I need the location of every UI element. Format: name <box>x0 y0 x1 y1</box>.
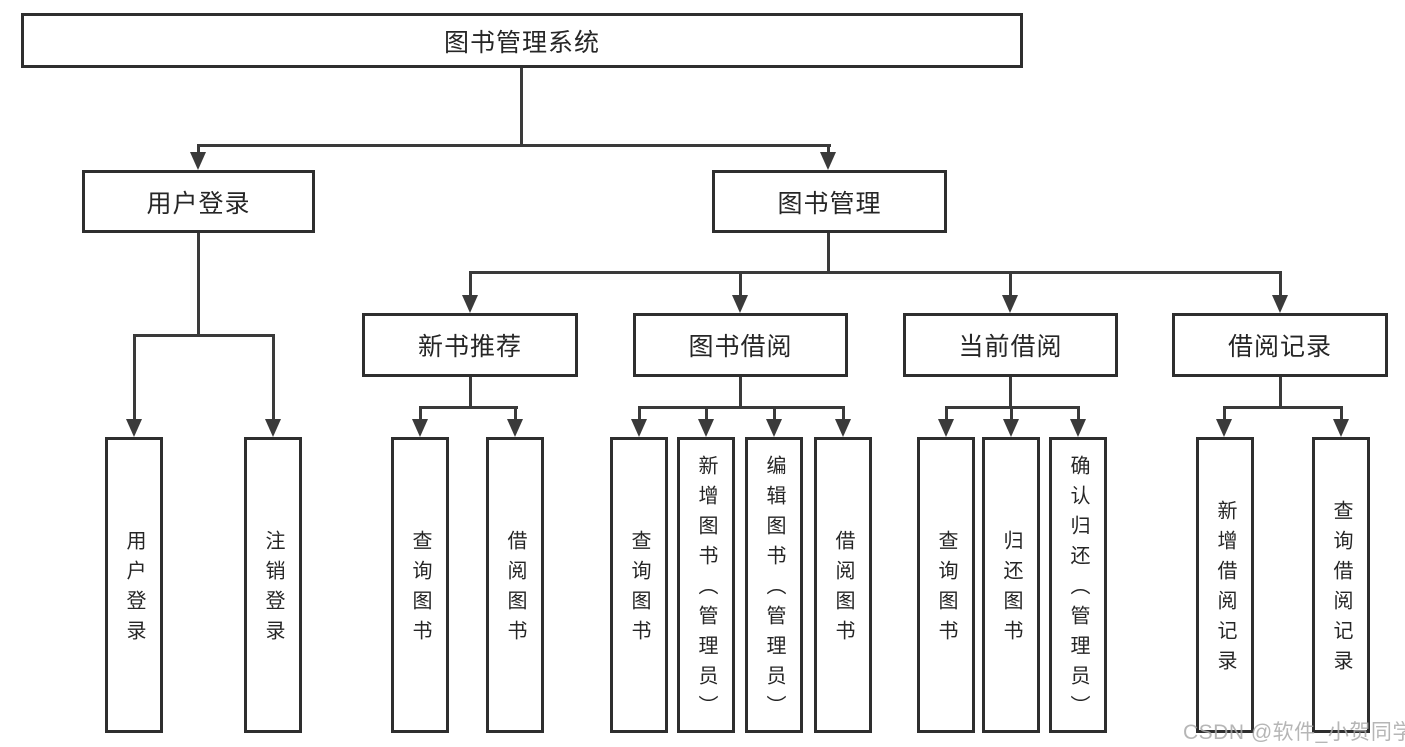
arrowhead-down-icon <box>938 419 954 437</box>
leaf-cb-query-books: 查询图书 <box>917 437 975 733</box>
arrowhead-down-icon <box>126 419 142 437</box>
connector-drop-leaf <box>842 407 845 421</box>
connector-drop-leaf-logout <box>272 335 275 421</box>
node-user-login: 用户登录 <box>82 170 315 233</box>
connector-drop-leaf <box>945 407 948 421</box>
csdn-watermark: CSDN @软件_小贺同学 <box>1183 721 1405 744</box>
connector-borrow-records-branch <box>1223 406 1343 409</box>
node-current-borrow-label: 当前借阅 <box>958 333 1063 361</box>
node-book-management-label: 图书管理 <box>777 189 882 218</box>
node-book-management: 图书管理 <box>712 170 947 233</box>
arrowhead-down-icon <box>1003 419 1019 437</box>
leaf-nb-borrow-books-label: 借阅图书 <box>504 530 526 650</box>
node-book-borrow-label: 图书借阅 <box>688 333 793 361</box>
connector-drop-leaf <box>773 407 776 421</box>
connector-root-stem <box>520 68 523 145</box>
connector-drop-leaf <box>1077 407 1080 421</box>
connector-drop-leaf-user-login <box>133 335 136 421</box>
leaf-bb-edit-book-admin: 编辑图书（管理员） <box>745 437 803 733</box>
arrowhead-down-icon <box>462 295 478 313</box>
leaf-nb-borrow-books: 借阅图书 <box>486 437 544 733</box>
arrowhead-down-icon <box>835 419 851 437</box>
connector-book-management-stem <box>827 233 830 272</box>
connector-drop-borrow-records <box>1279 272 1282 296</box>
connector-drop-leaf <box>638 407 641 421</box>
connector-drop-leaf <box>1010 407 1013 421</box>
connector-borrow-records-stem <box>1279 377 1282 407</box>
connector-drop-leaf <box>1223 407 1226 421</box>
leaf-nb-query-books: 查询图书 <box>391 437 449 733</box>
arrowhead-down-icon <box>1272 295 1288 313</box>
node-root-label: 图书管理系统 <box>443 28 600 57</box>
node-user-login-label: 用户登录 <box>146 189 251 218</box>
leaf-bb-borrow-books-label: 借阅图书 <box>832 530 854 650</box>
arrowhead-down-icon <box>265 419 281 437</box>
connector-drop-book-borrow <box>739 272 742 296</box>
leaf-nb-query-books-label: 查询图书 <box>409 530 431 650</box>
connector-new-book-recommend-stem <box>469 377 472 407</box>
arrowhead-down-icon <box>190 152 206 170</box>
connector-current-borrow-stem <box>1009 377 1012 407</box>
arrowhead-down-icon <box>1070 419 1086 437</box>
leaf-user-login: 用户登录 <box>105 437 163 733</box>
node-new-book-recommend: 新书推荐 <box>362 313 578 377</box>
connector-drop-book-management <box>827 145 830 154</box>
connector-drop-leaf <box>419 407 422 421</box>
connector-new-book-recommend-branch <box>419 406 518 409</box>
arrowhead-down-icon <box>631 419 647 437</box>
connector-drop-user-login <box>197 145 200 154</box>
arrowhead-down-icon <box>820 152 836 170</box>
connector-drop-current-borrow <box>1009 272 1012 296</box>
leaf-br-add-record-label: 新增借阅记录 <box>1214 500 1236 680</box>
leaf-bb-query-books-label: 查询图书 <box>628 530 650 650</box>
node-current-borrow: 当前借阅 <box>903 313 1118 377</box>
leaf-user-login-label: 用户登录 <box>123 530 145 650</box>
connector-book-borrow-stem <box>739 377 742 407</box>
leaf-cb-confirm-return-admin: 确认归还（管理员） <box>1049 437 1107 733</box>
connector-drop-leaf <box>514 407 517 421</box>
leaf-cb-return-books-label: 归还图书 <box>1000 530 1022 650</box>
leaf-logout-label: 注销登录 <box>262 530 284 650</box>
leaf-bb-edit-book-admin-label: 编辑图书（管理员） <box>763 455 785 725</box>
leaf-bb-add-book-admin-label: 新增图书（管理员） <box>695 455 717 725</box>
connector-drop-new-book-recommend <box>469 272 472 296</box>
arrowhead-down-icon <box>732 295 748 313</box>
arrowhead-down-icon <box>507 419 523 437</box>
arrowhead-down-icon <box>698 419 714 437</box>
node-new-book-recommend-label: 新书推荐 <box>417 333 522 361</box>
connector-root-branch <box>197 144 831 147</box>
connector-drop-leaf <box>705 407 708 421</box>
leaf-cb-confirm-return-admin-label: 确认归还（管理员） <box>1067 455 1089 725</box>
leaf-logout: 注销登录 <box>244 437 302 733</box>
node-root: 图书管理系统 <box>21 13 1023 68</box>
leaf-br-query-record: 查询借阅记录 <box>1312 437 1370 733</box>
node-borrow-records-label: 借阅记录 <box>1227 333 1332 361</box>
connector-drop-leaf <box>1340 407 1343 421</box>
connector-user-login-stem <box>197 233 200 335</box>
arrowhead-down-icon <box>412 419 428 437</box>
arrowhead-down-icon <box>766 419 782 437</box>
node-book-borrow: 图书借阅 <box>633 313 848 377</box>
leaf-bb-borrow-books: 借阅图书 <box>814 437 872 733</box>
connector-user-login-branch <box>133 334 275 337</box>
leaf-br-add-record: 新增借阅记录 <box>1196 437 1254 733</box>
leaf-bb-add-book-admin: 新增图书（管理员） <box>677 437 735 733</box>
connector-book-borrow-branch <box>638 406 845 409</box>
leaf-bb-query-books: 查询图书 <box>610 437 668 733</box>
connector-book-management-branch <box>469 271 1282 274</box>
node-borrow-records: 借阅记录 <box>1172 313 1388 377</box>
arrowhead-down-icon <box>1333 419 1349 437</box>
arrowhead-down-icon <box>1216 419 1232 437</box>
arrowhead-down-icon <box>1002 295 1018 313</box>
leaf-br-query-record-label: 查询借阅记录 <box>1330 500 1352 680</box>
leaf-cb-return-books: 归还图书 <box>982 437 1040 733</box>
leaf-cb-query-books-label: 查询图书 <box>935 530 957 650</box>
